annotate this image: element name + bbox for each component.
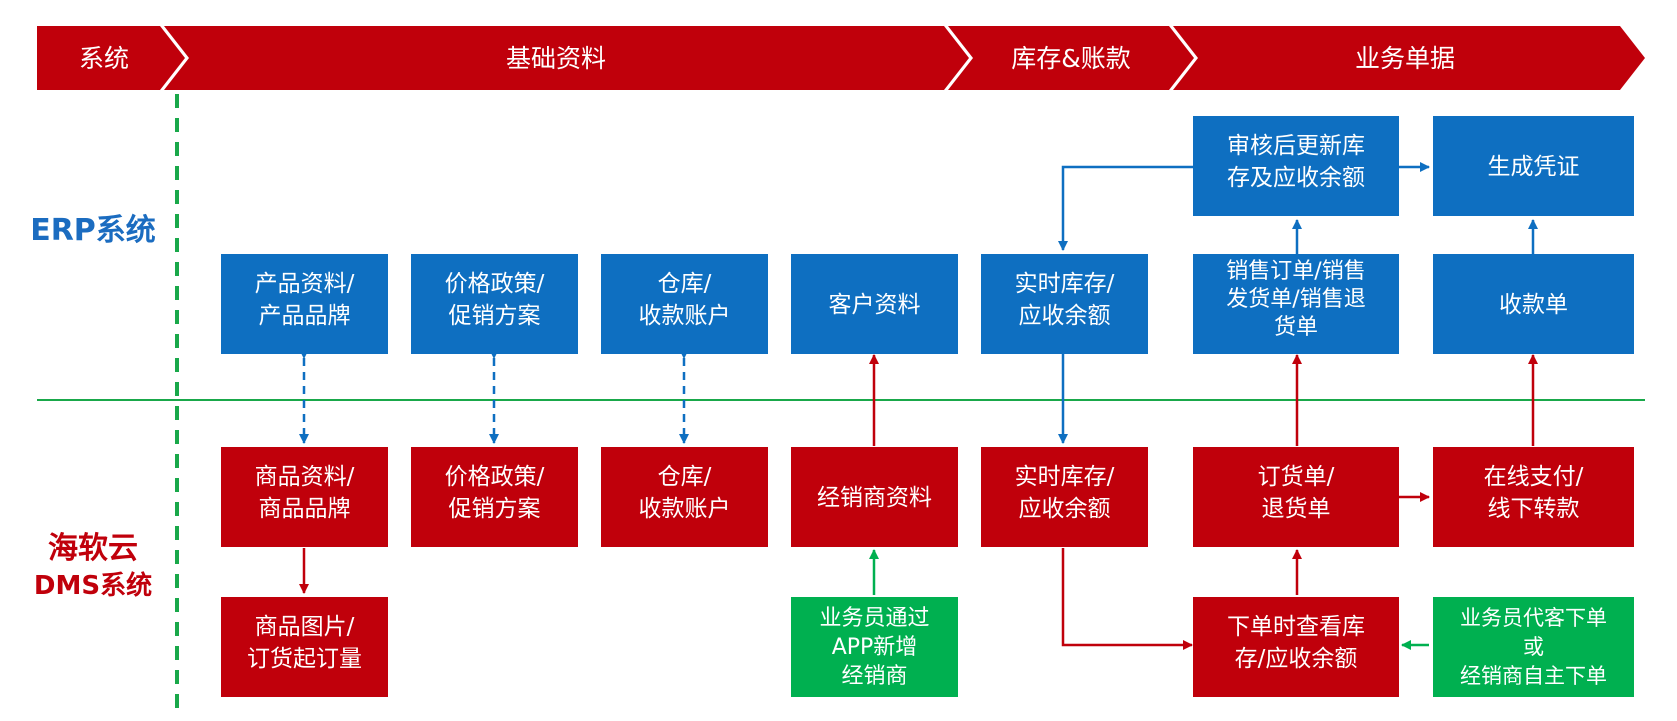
- node-erp-customer: 客户资料: [791, 254, 958, 354]
- stage-header: 系统 基础资料 库存&账款 业务单据: [37, 26, 1645, 90]
- node-erp-voucher: 生成凭证: [1433, 116, 1634, 216]
- node-label: 业务员代客下单或经销商自主下单: [1460, 606, 1607, 688]
- node-dms-image: 商品图片/订货起订量: [221, 597, 388, 697]
- nodes: 产品资料/产品品牌 价格政策/促销方案 仓库/收款账户 客户资料 实时库存/应收…: [221, 116, 1634, 697]
- stage-chevron-business-docs: [1173, 26, 1645, 90]
- node-dms-inventory: 实时库存/应收余额: [981, 447, 1148, 547]
- node-dms-check: 下单时查看库存/应收余额: [1193, 597, 1399, 697]
- node-label: 在线支付/线下转款: [1484, 464, 1584, 522]
- node-label: 仓库/收款账户: [639, 271, 731, 329]
- node-label: 审核后更新库存及应收余额: [1227, 133, 1365, 191]
- node-label: 商品资料/商品品牌: [255, 464, 355, 522]
- node-dms-warehouse: 仓库/收款账户: [601, 447, 768, 547]
- node-label: 商品图片/订货起订量: [247, 614, 362, 672]
- node-dms-goods: 商品资料/商品品牌: [221, 447, 388, 547]
- node-label: 订货单/退货单: [1258, 464, 1335, 522]
- stage-chevron-basic-data: [164, 26, 969, 90]
- node-label: 实时库存/应收余额: [1015, 464, 1115, 522]
- node-erp-warehouse: 仓库/收款账户: [601, 254, 768, 354]
- arrow-inventory-to-check: [1061, 548, 1193, 650]
- node-label: 下单时查看库存/应收余额: [1227, 614, 1365, 672]
- node-erp-product: 产品资料/产品品牌: [221, 254, 388, 354]
- node-dms-price: 价格政策/促销方案: [411, 447, 578, 547]
- dms-system-label-line2: DMS系统: [34, 570, 152, 601]
- node-erp-audit: 审核后更新库存及应收余额: [1193, 116, 1399, 216]
- connectors: [299, 162, 1538, 650]
- node-label: 生成凭证: [1488, 154, 1580, 180]
- node-label: 实时库存/应收余额: [1015, 271, 1115, 329]
- node-label: 价格政策/促销方案: [445, 464, 545, 522]
- node-label: 经销商资料: [817, 485, 932, 511]
- stage-label-inventory: 库存&账款: [1011, 44, 1131, 73]
- stage-chevron-system: [37, 26, 185, 90]
- node-label: 客户资料: [829, 292, 921, 318]
- node-label: 仓库/收款账户: [639, 464, 731, 522]
- node-label: 销售订单/销售发货单/销售退货单: [1226, 259, 1365, 340]
- stage-label-system: 系统: [79, 44, 129, 73]
- stage-label-basic-data: 基础资料: [506, 44, 606, 73]
- node-dms-order: 订货单/退货单: [1193, 447, 1399, 547]
- arrow-audit-to-inventory: [1058, 165, 1193, 251]
- node-erp-inventory: 实时库存/应收余额: [981, 254, 1148, 354]
- node-erp-price: 价格政策/促销方案: [411, 254, 578, 354]
- erp-system-label: ERP系统: [30, 213, 156, 248]
- stage-label-business-docs: 业务单据: [1355, 44, 1455, 73]
- node-erp-receipt: 收款单: [1433, 254, 1634, 354]
- node-dms-dealer: 经销商资料: [791, 447, 958, 547]
- stage-chevron-inventory: [948, 26, 1194, 90]
- node-label: 价格政策/促销方案: [445, 271, 545, 329]
- node-label: 产品资料/产品品牌: [255, 271, 355, 329]
- node-app-place-order: 业务员代客下单或经销商自主下单: [1433, 597, 1634, 697]
- node-label: 收款单: [1499, 292, 1568, 318]
- node-dms-payment: 在线支付/线下转款: [1433, 447, 1634, 547]
- dms-system-label-line1: 海软云: [48, 531, 138, 566]
- node-erp-sales: 销售订单/销售发货单/销售退货单: [1193, 254, 1399, 354]
